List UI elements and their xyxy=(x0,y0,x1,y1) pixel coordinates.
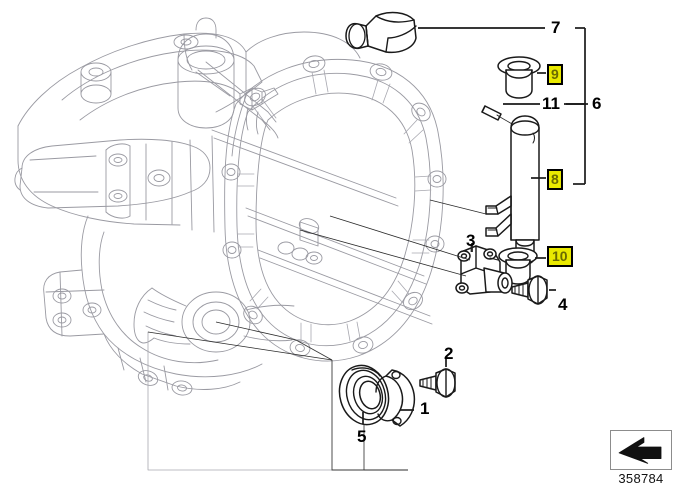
leader-bracket-to-housing xyxy=(329,215,471,261)
part-3-selector-bracket xyxy=(455,245,513,295)
part-11-roll-pin xyxy=(481,105,502,121)
leader-group-to-housing xyxy=(147,331,333,361)
leader-fork-to-housing xyxy=(429,199,487,215)
part-10-sealing-plug xyxy=(498,247,538,285)
part-5-shaft-seal xyxy=(338,364,390,426)
part-9-grommet xyxy=(497,56,541,99)
callout-10-highlighted: 10 xyxy=(547,246,573,267)
callout-3: 3 xyxy=(466,231,476,250)
callout-7: 7 xyxy=(551,18,561,37)
callout-9-highlighted: 9 xyxy=(547,64,563,85)
leader-seal-to-snout xyxy=(215,321,297,341)
part-1-retaining-plate xyxy=(375,369,416,427)
part-8-shift-shaft-with-fork xyxy=(485,115,540,265)
gearbox-housing-drawing xyxy=(14,17,447,471)
part-7-selector-lever xyxy=(345,11,417,54)
callout-2: 2 xyxy=(444,344,454,363)
leader-bracket-to-housing-2 xyxy=(299,229,467,277)
bent-arrow-icon xyxy=(610,430,672,470)
callout-1: 1 xyxy=(420,399,430,418)
callout-11: 11 xyxy=(542,94,560,113)
part-4-flange-bolt xyxy=(511,275,548,305)
drawing-number: 358784 xyxy=(618,471,664,486)
group-bracket-6 xyxy=(566,27,588,185)
callout-4: 4 xyxy=(558,295,568,314)
callout-5: 5 xyxy=(357,427,367,446)
callout-6: 6 xyxy=(592,94,602,113)
part-2-flange-bolt xyxy=(419,368,456,398)
callout-8-highlighted: 8 xyxy=(547,169,563,190)
